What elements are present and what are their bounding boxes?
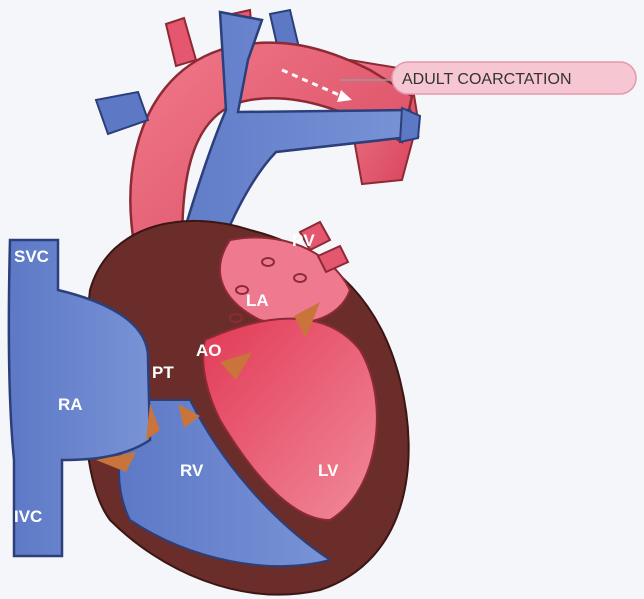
label-pt: PT	[152, 363, 174, 382]
callout-label: ADULT COARCTATION	[402, 71, 572, 88]
arch-branch-1	[166, 18, 196, 66]
label-rv: RV	[180, 461, 204, 480]
label-ao: AO	[196, 341, 222, 360]
label-ra: RA	[58, 395, 83, 414]
left-pulmonary-branch	[96, 92, 148, 134]
label-ivc: IVC	[14, 507, 42, 526]
label-pv: PV	[292, 231, 315, 250]
label-lv: LV	[318, 461, 339, 480]
label-la: LA	[246, 291, 269, 310]
label-svc: SVC	[14, 247, 49, 266]
